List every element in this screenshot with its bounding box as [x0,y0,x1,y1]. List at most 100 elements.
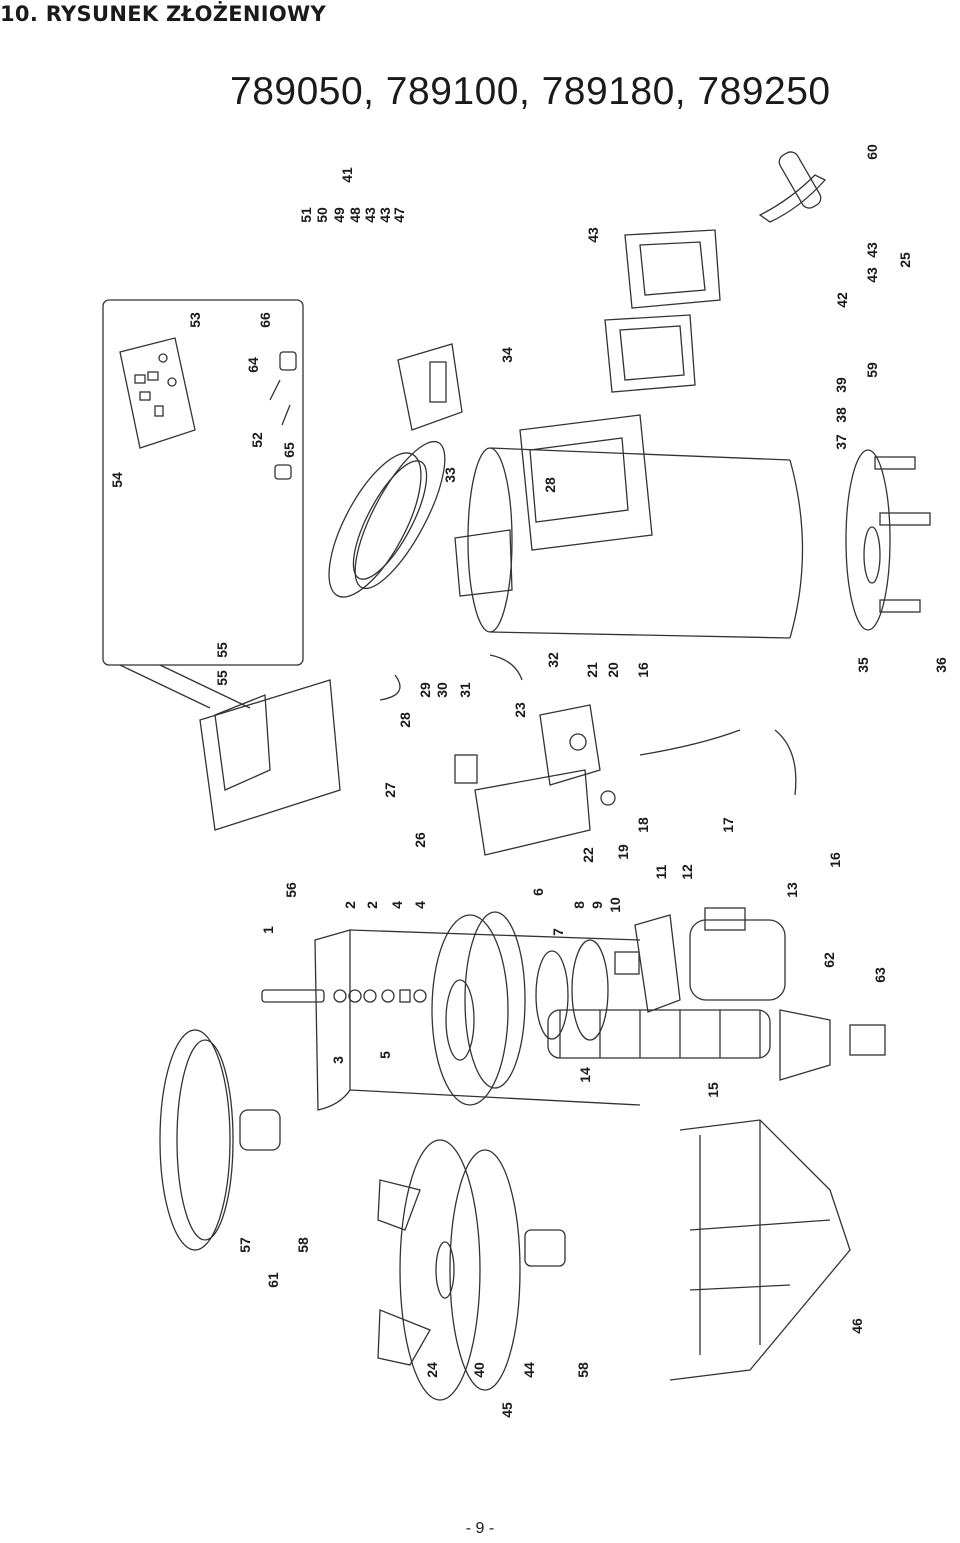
door-frame [604,229,721,393]
part-label-1: 1 [260,926,276,934]
part-label-57: 57 [237,1237,253,1253]
inset-leader [119,664,211,709]
part-label-43: 43 [585,227,601,243]
part-label-2: 2 [342,901,358,909]
part-label-19: 19 [615,844,631,860]
inset-box [102,299,304,666]
part-label-4: 4 [389,901,405,909]
part-label-29: 29 [417,682,433,698]
part-label-61: 61 [265,1272,281,1288]
part-label-26: 26 [412,832,428,848]
part-label-3: 3 [330,1056,346,1064]
part-label-65: 65 [281,442,297,458]
shaft-parts [261,989,427,1003]
part-label-11: 11 [653,864,669,879]
part-label-34: 34 [499,347,515,363]
part-label-43: 43 [377,207,393,223]
part-label-42: 42 [834,292,850,308]
part-label-43: 43 [362,207,378,223]
part-label-4: 4 [412,901,428,909]
part-label-30: 30 [434,682,450,698]
part-label-45: 45 [499,1402,515,1418]
part-label-21: 21 [584,662,600,678]
main-drum [467,414,804,639]
part-label-16: 16 [635,662,651,678]
part-label-16: 16 [827,852,843,868]
part-label-44: 44 [521,1362,537,1378]
part-label-64: 64 [245,357,261,373]
hose-fitting [489,654,523,681]
part-label-18: 18 [635,817,651,833]
part-label-39: 39 [833,377,849,393]
exploded-view-drawing: 4151504948434347604325434342393837595366… [102,144,949,1418]
part-label-25: 25 [897,252,913,268]
part-label-51: 51 [298,207,314,223]
part-label-28: 28 [542,477,558,493]
part-label-50: 50 [314,207,330,223]
stand-frame [669,1119,851,1381]
switch-part [269,351,297,480]
part-label-58: 58 [295,1237,311,1253]
part-label-58: 58 [575,1362,591,1378]
hose-fitting [379,674,401,701]
part-label-38: 38 [833,407,849,423]
drain-hose [774,729,797,796]
part-label-23: 23 [512,702,528,718]
base-plate [845,449,931,631]
funnel [779,1009,886,1081]
part-label-40: 40 [471,1362,487,1378]
model-numbers: 789050, 789100, 789180, 789250 [230,70,831,113]
outer-shell [314,929,641,1111]
part-label-36: 36 [933,657,949,673]
lid-assembly [328,440,446,598]
part-label-9: 9 [589,901,605,909]
part-label-8: 8 [571,901,587,909]
part-label-35: 35 [855,657,871,673]
inset-leader [159,664,251,709]
part-label-49: 49 [331,207,347,223]
drain-hose [639,729,741,756]
part-label-52: 52 [249,432,265,448]
valve-bracket [539,704,616,806]
part-label-22: 22 [580,847,596,863]
part-label-55: 55 [214,670,230,686]
part-label-33: 33 [442,467,458,483]
part-label-62: 62 [821,952,837,968]
abrasive-disc [377,1139,566,1401]
part-label-56: 56 [283,882,299,898]
brush-disc [159,1029,281,1251]
part-label-66: 66 [257,312,273,328]
tub-and-pulley [431,911,526,1106]
part-label-28: 28 [397,712,413,728]
part-label-43: 43 [864,267,880,283]
filter-mesh [547,1009,771,1059]
electronics-box [199,679,591,856]
part-label-43: 43 [864,242,880,258]
part-label-32: 32 [545,652,561,668]
part-label-46: 46 [849,1318,865,1334]
handle [758,151,827,223]
part-label-60: 60 [864,144,880,160]
part-label-47: 47 [391,207,407,223]
part-label-13: 13 [784,882,800,898]
part-label-54: 54 [109,472,125,488]
part-label-15: 15 [705,1082,721,1098]
part-label-20: 20 [605,662,621,678]
part-label-37: 37 [833,434,849,450]
part-label-53: 53 [187,312,203,328]
hopper [454,529,513,597]
part-label-48: 48 [347,207,363,223]
part-label-2: 2 [364,901,380,909]
part-label-12: 12 [679,864,695,880]
part-label-10: 10 [607,897,623,913]
part-label-7: 7 [550,928,566,936]
part-label-24: 24 [424,1362,440,1378]
part-label-6: 6 [530,888,546,896]
part-label-31: 31 [457,682,473,698]
part-label-17: 17 [720,817,736,833]
control-panel [119,337,196,449]
part-label-55: 55 [214,642,230,658]
part-label-41: 41 [339,167,355,183]
